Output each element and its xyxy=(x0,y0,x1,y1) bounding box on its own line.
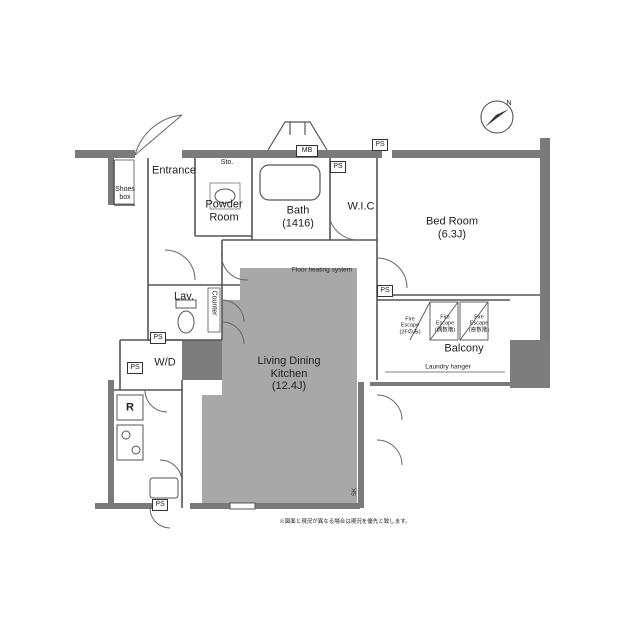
toilet-bowl xyxy=(177,310,195,334)
tag-ps-bed: PS xyxy=(377,285,393,297)
room-entrance: Entrance xyxy=(151,164,197,177)
room-wd: W/D xyxy=(154,356,176,369)
note-laundry-hanger: Laundry hanger xyxy=(425,363,471,371)
label-counter: Counter xyxy=(210,290,218,316)
tag-ps-lav: PS xyxy=(150,332,166,344)
kitchen-sink xyxy=(149,477,179,499)
room-shoes-box: Shoes box xyxy=(115,185,135,201)
ldk-floor-shading xyxy=(202,268,357,508)
bay-window xyxy=(267,121,328,151)
column-wd xyxy=(182,340,222,380)
compass-label: N xyxy=(506,99,512,107)
tag-mb: MB xyxy=(296,145,318,157)
room-ldk: Living Dining Kitchen (12.4J) xyxy=(257,355,321,393)
room-sto: Sto. xyxy=(220,158,234,166)
room-powder: Powder Room xyxy=(205,198,243,223)
compass-icon xyxy=(480,100,514,134)
fire-escape-hatches xyxy=(409,301,489,341)
room-wic: W.I.C xyxy=(347,200,375,213)
toilet-tank xyxy=(175,299,197,309)
tag-ps-bottom: PS xyxy=(152,499,168,511)
door-swings xyxy=(134,114,408,529)
note-fire-escape-2: Fire Escape (偶数階) xyxy=(434,314,456,334)
room-balcony: Balcony xyxy=(444,342,484,355)
window-bottom xyxy=(229,502,256,510)
label-refrigerator: R xyxy=(126,401,134,414)
shoes-box-outline xyxy=(113,159,135,205)
bathtub xyxy=(259,164,321,201)
stove xyxy=(116,424,144,461)
room-bath: Bath (1416) xyxy=(282,204,314,229)
tag-ps-top: PS xyxy=(372,139,388,151)
tag-ps-wd: PS xyxy=(127,362,143,374)
tag-sk: SK xyxy=(352,487,358,497)
note-floor-heating: Floor heating system xyxy=(291,266,353,274)
room-lav: Lav. xyxy=(174,290,194,303)
note-fire-escape-3: Fire Escape (奇数階) xyxy=(468,314,490,334)
tag-ps-bath: PS xyxy=(330,161,346,173)
note-footnote: ※図面と現況が異なる場合は現況を優先と致します。 xyxy=(279,518,411,525)
room-bed: Bed Room (6.3J) xyxy=(426,215,478,240)
column-balcony xyxy=(510,340,550,388)
counter-outline xyxy=(207,287,221,333)
outer-walls xyxy=(75,138,550,509)
note-fire-escape-1: Fire Escape (2Fのみ) xyxy=(399,316,421,336)
refrigerator-box xyxy=(116,394,144,421)
sink xyxy=(214,188,236,204)
